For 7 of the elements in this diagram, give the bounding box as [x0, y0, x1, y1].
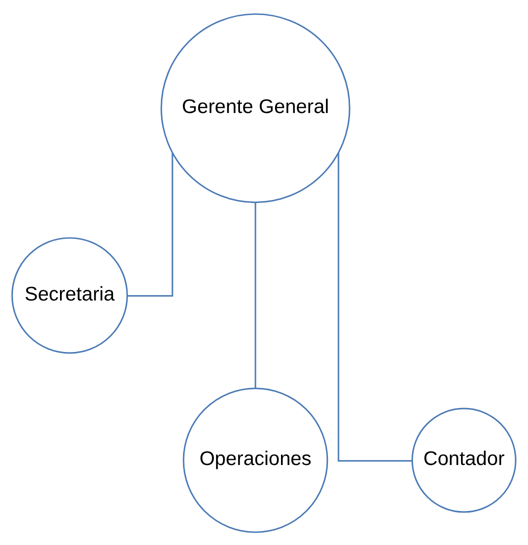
node-circle: Gerente General: [160, 12, 350, 203]
node-circle: Contador: [411, 407, 516, 512]
connector: [127, 152, 174, 296]
node-circle: Operaciones: [182, 387, 328, 532]
connector: [254, 202, 256, 388]
connector: [338, 152, 412, 462]
node-circle: Secretaria: [11, 236, 128, 354]
